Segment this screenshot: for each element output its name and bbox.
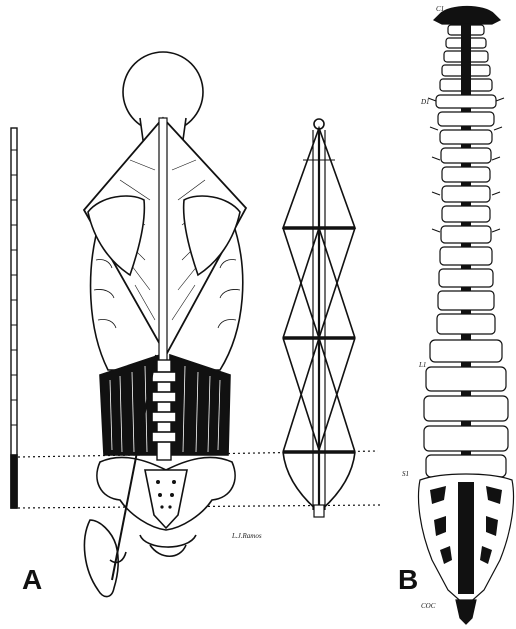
thoracic-vertebrae — [436, 95, 496, 334]
lumbar-vertebrae — [424, 340, 508, 477]
vertebra-label-l1: L1 — [419, 362, 426, 369]
vertebra-label-d1: D1 — [421, 99, 430, 106]
pelvic-ring — [140, 535, 196, 547]
vertebra-label-coc: COC — [421, 603, 435, 610]
panel-label-b: B — [398, 566, 418, 594]
panel-label-a: A — [22, 566, 42, 594]
coccyx — [456, 600, 476, 624]
geometric-model — [283, 119, 355, 517]
measuring-rod — [11, 128, 17, 508]
hand — [84, 520, 118, 597]
vertebra-label-s1: S1 — [402, 471, 409, 478]
vertebral-column-b — [419, 7, 514, 625]
artist-signature: L.J.Ramos — [232, 532, 262, 540]
vertebra-label-c1: C1 — [436, 6, 444, 13]
